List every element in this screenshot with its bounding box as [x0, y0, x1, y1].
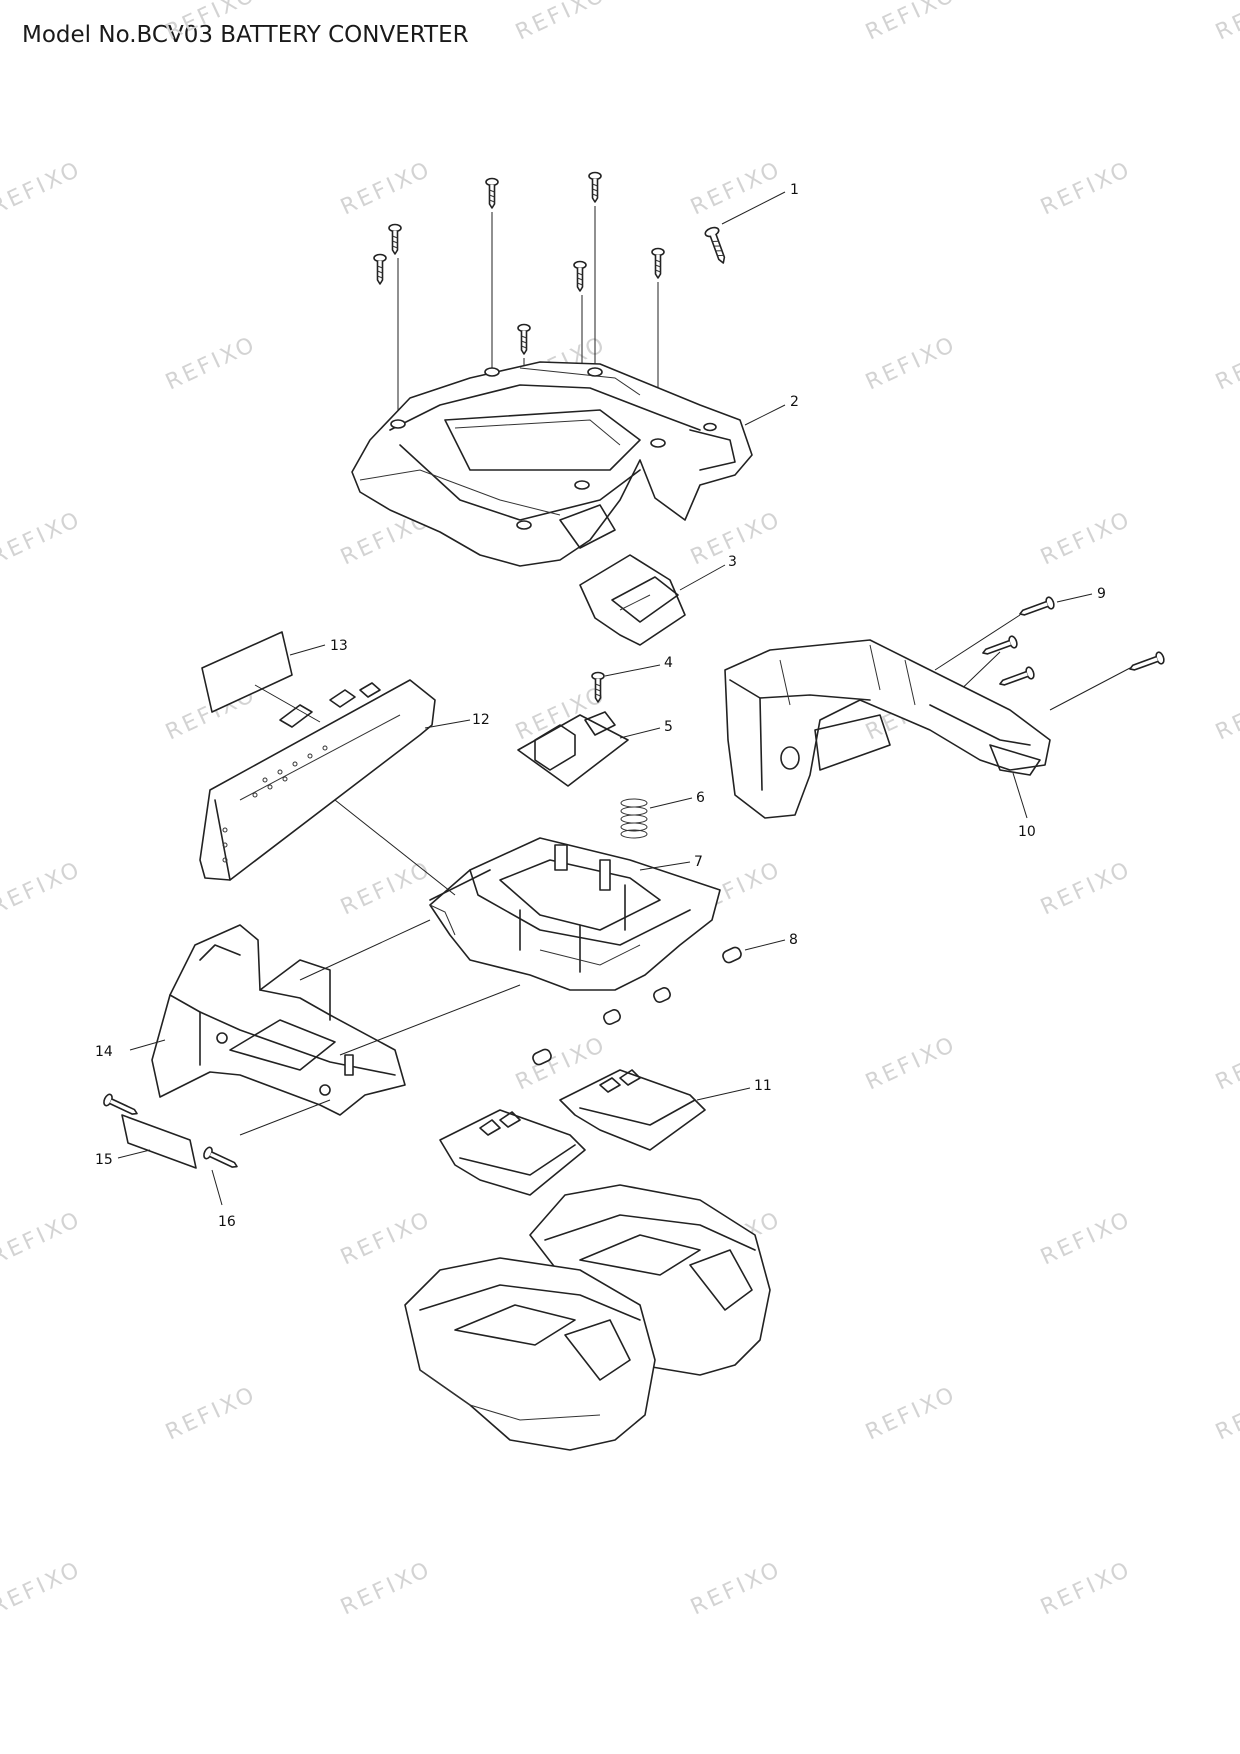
part-12-pcb — [199, 679, 436, 881]
part-16-screws — [103, 1093, 331, 1168]
watermark-text: REFIXO — [512, 0, 611, 45]
part-4-screw — [591, 671, 605, 703]
callout-12: 12 — [472, 712, 490, 728]
watermark-text: REFIXO — [337, 1557, 436, 1621]
watermark-text: REFIXO — [1212, 682, 1240, 746]
watermark-text: REFIXO — [862, 0, 961, 45]
part-8-pins — [532, 946, 742, 1066]
part-10-side-housing — [724, 639, 1051, 819]
watermark-text: REFIXO — [1037, 507, 1136, 571]
watermark-text: REFIXO — [0, 157, 86, 221]
part-11-terminals — [439, 1069, 706, 1196]
assembly-leader-lines — [299, 799, 521, 1056]
part-2-top-cover — [351, 361, 753, 567]
callout-numbers: 1 2 3 4 5 6 7 8 9 10 11 12 13 14 15 16 — [95, 182, 1106, 1230]
watermark-text: REFIXO — [0, 507, 86, 571]
part-5-terminal-plate — [517, 711, 629, 787]
watermark-text: REFIXO — [337, 857, 436, 921]
callout-2: 2 — [790, 394, 799, 410]
watermark-text: REFIXO — [687, 157, 786, 221]
watermark-text: REFIXO — [1037, 1557, 1136, 1621]
part-3-latch — [579, 554, 686, 646]
watermark-text: REFIXO — [337, 157, 436, 221]
watermark-text: REFIXO — [337, 1207, 436, 1271]
callout-3: 3 — [728, 554, 737, 570]
part-7-center-frame — [429, 837, 721, 991]
watermark-text: REFIXO — [0, 1207, 86, 1271]
part-15-label — [121, 1114, 197, 1169]
callout-1: 1 — [790, 182, 799, 198]
callout-14: 14 — [95, 1044, 113, 1060]
battery-packs — [404, 1184, 771, 1451]
watermark-text: REFIXO — [1212, 332, 1240, 396]
watermark-text: REFIXO — [162, 1382, 261, 1446]
watermark-text: REFIXO — [1037, 1207, 1136, 1271]
callout-11: 11 — [754, 1078, 772, 1094]
watermark-text: REFIXO — [862, 332, 961, 396]
watermark-text: REFIXO — [1212, 0, 1240, 45]
watermark-text: REFIXO — [1037, 857, 1136, 921]
watermark-text: REFIXO — [1212, 1032, 1240, 1096]
page-title: Model No.BCV03 BATTERY CONVERTER — [22, 22, 469, 48]
callout-16: 16 — [218, 1214, 236, 1230]
callout-6: 6 — [696, 790, 705, 806]
callout-8: 8 — [789, 932, 798, 948]
watermark-text: REFIXO — [0, 857, 86, 921]
callout-5: 5 — [664, 719, 673, 735]
watermark-text: REFIXO — [687, 1557, 786, 1621]
callout-15: 15 — [95, 1152, 113, 1168]
watermark-text: REFIXO — [862, 1382, 961, 1446]
part-9-screws — [934, 596, 1165, 711]
callout-4: 4 — [664, 655, 673, 671]
part-6-spring — [620, 798, 648, 839]
watermark-text: REFIXO — [162, 0, 261, 45]
part-13-label — [201, 631, 321, 723]
callout-10: 10 — [1018, 824, 1036, 840]
watermark-text: REFIXO — [862, 1032, 961, 1096]
callout-13: 13 — [330, 638, 348, 654]
watermark-text: REFIXO — [0, 1557, 86, 1621]
callout-leaders — [117, 191, 1093, 1206]
screw-group-top — [373, 171, 726, 520]
watermark-text: REFIXO — [162, 332, 261, 396]
callout-9: 9 — [1097, 586, 1106, 602]
watermark-text: REFIXO — [1037, 157, 1136, 221]
watermark-text: REFIXO — [1212, 1382, 1240, 1446]
callout-7: 7 — [694, 854, 703, 870]
part-14-front-housing — [151, 924, 406, 1116]
